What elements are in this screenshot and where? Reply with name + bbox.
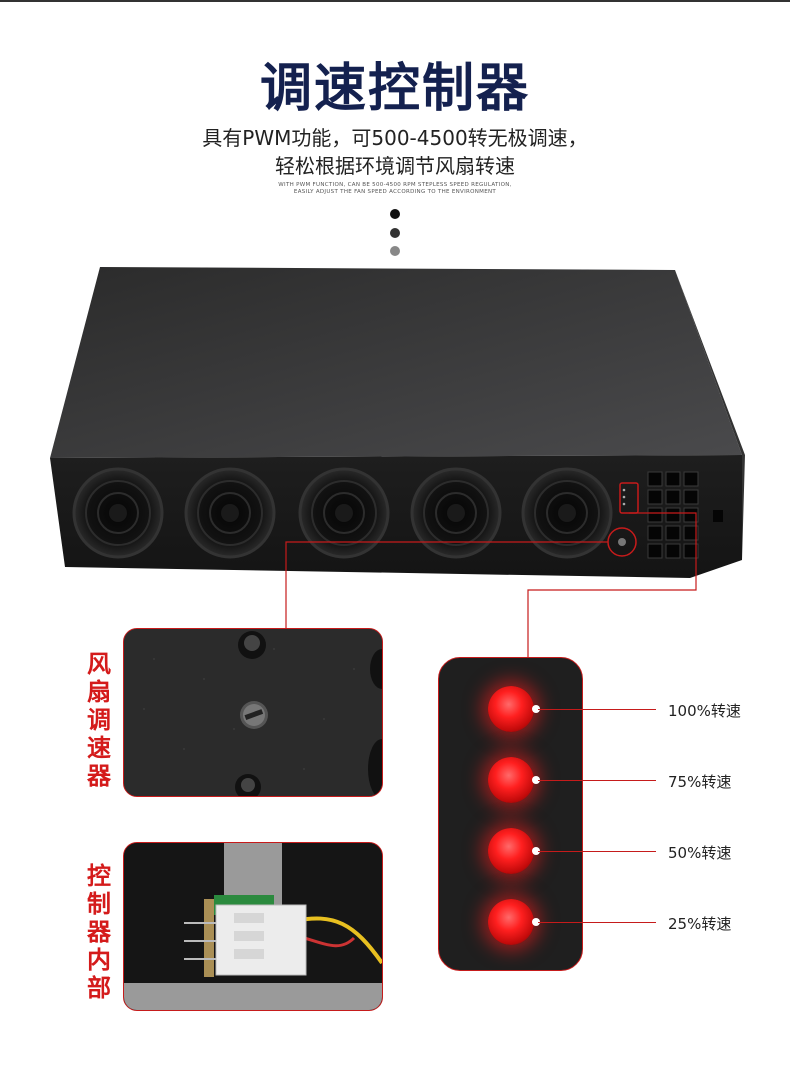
speed-label-75: 75%转速 xyxy=(668,773,732,791)
page-title: 调速控制器 xyxy=(259,59,530,119)
fan-icon xyxy=(72,467,164,559)
subtitle-line-2: 轻松根据环境调节风扇转速 xyxy=(275,154,515,178)
speed-label-25: 25%转速 xyxy=(668,915,732,933)
speed-led-75 xyxy=(488,757,534,803)
leader-line-leds xyxy=(527,512,697,657)
knob-closeup-panel xyxy=(123,628,383,797)
led-marker-100 xyxy=(532,705,540,713)
fan-icon xyxy=(184,467,276,559)
led-marker-25 xyxy=(532,918,540,926)
leader-line-knob xyxy=(285,541,608,628)
power-port xyxy=(713,510,723,522)
speed-leader-line-50 xyxy=(538,851,656,852)
speed-leader-line-100 xyxy=(538,709,656,710)
label-controller-inside: 控 制 器 内 部 xyxy=(87,862,111,1002)
fan-icon xyxy=(410,467,502,559)
decor-dot-2 xyxy=(390,228,400,238)
speed-label-100: 100%转速 xyxy=(668,702,741,720)
speed-led-100 xyxy=(488,686,534,732)
speed-label-50: 50%转速 xyxy=(668,844,732,862)
decor-dot-1 xyxy=(390,209,400,219)
english-caption-2: EASILY ADJUST THE FAN SPEED ACCORDING TO… xyxy=(293,189,497,195)
knob-icon xyxy=(240,701,268,729)
decor-dot-3 xyxy=(390,246,400,256)
speed-led-25 xyxy=(488,899,534,945)
english-caption-1: WITH PWM FUNCTION, CAN BE 500-4500 RPM S… xyxy=(278,182,512,188)
top-border xyxy=(0,0,790,2)
led-marker-75 xyxy=(532,776,540,784)
fan-icon xyxy=(298,467,390,559)
label-fan-controller: 风 扇 调 速 器 xyxy=(87,650,111,790)
speed-leader-line-75 xyxy=(538,780,656,781)
controller-inside-panel xyxy=(123,842,383,1011)
vent-grid xyxy=(647,471,699,559)
fan-icon xyxy=(521,467,613,559)
speed-led-50 xyxy=(488,828,534,874)
speed-leader-line-25 xyxy=(538,922,656,923)
led-marker-50 xyxy=(532,847,540,855)
subtitle-line-1: 具有PWM功能，可500-4500转无极调速， xyxy=(202,126,588,150)
